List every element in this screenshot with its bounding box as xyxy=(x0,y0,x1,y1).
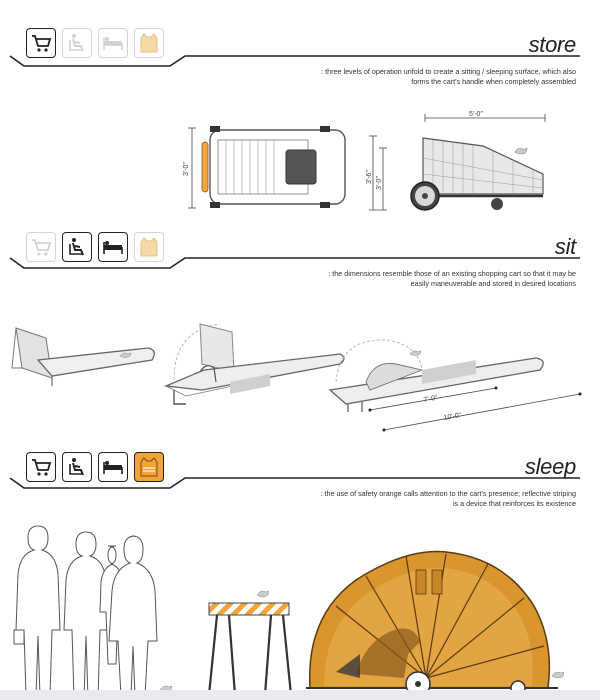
unfold-stage-2 xyxy=(163,323,345,405)
store-cart-icon-box[interactable] xyxy=(26,28,56,58)
sit-cart-icon-box[interactable] xyxy=(26,232,56,262)
store-sit-icon-box[interactable] xyxy=(62,28,92,58)
sleep-vest-icon-box[interactable] xyxy=(134,452,164,482)
sleep-header-rule xyxy=(9,477,580,489)
sit-sit-icon-box[interactable] xyxy=(62,232,92,262)
sit-inner-label: 7'-0" xyxy=(423,395,438,404)
sit-vest-icon-box[interactable] xyxy=(134,232,164,262)
unfold-stage-3: 7'-0" 10'-0" xyxy=(328,339,582,432)
sleep-title: sleep xyxy=(524,454,576,479)
sit-section: sit : the dimensions resemble those of a… xyxy=(0,228,600,443)
unfold-stage-1 xyxy=(11,327,155,386)
sleep-mode-icons xyxy=(26,452,164,482)
sit-outer-label: 10'-0" xyxy=(443,412,462,422)
sit-mode-icons xyxy=(26,232,164,262)
side-length-label: 5'-0" xyxy=(469,111,483,118)
sit-description: : the dimensions resemble those of an ex… xyxy=(328,269,576,288)
cart-plan-view: 3'-0" xyxy=(183,126,346,209)
sit-bed-icon-box[interactable] xyxy=(98,232,128,262)
pigeon-drawing xyxy=(514,147,528,155)
sitting-person-icon xyxy=(69,34,84,52)
bed-icon xyxy=(103,37,123,50)
sawhorse-barrier xyxy=(207,590,293,696)
store-description: : three levels of operation unfold to cr… xyxy=(321,67,576,86)
bed-icon xyxy=(103,241,123,254)
store-title: store xyxy=(528,32,577,57)
sleep-section: sleep : the use of safety orange calls a… xyxy=(0,448,600,700)
ground-strip xyxy=(0,690,600,700)
cart-icon xyxy=(32,459,52,476)
sitting-person-icon xyxy=(69,458,84,476)
store-header-rule xyxy=(9,55,580,67)
safety-vest-icon xyxy=(140,237,158,257)
sleep-sit-icon-box[interactable] xyxy=(62,452,92,482)
store-section: store : three levels of operation unfold… xyxy=(0,0,600,230)
sleep-bed-icon-box[interactable] xyxy=(98,452,128,482)
sleeping-dome-tent xyxy=(306,550,565,697)
safety-vest-icon xyxy=(140,33,158,53)
sit-header-rule xyxy=(9,257,580,269)
side-height-label: 3'-0" xyxy=(376,176,383,190)
bed-icon xyxy=(103,461,123,474)
store-vest-icon-box[interactable] xyxy=(134,28,164,58)
safety-vest-icon xyxy=(140,457,158,477)
store-mode-icons xyxy=(26,28,164,58)
cart-icon xyxy=(32,35,52,52)
sit-outer-dimension-line xyxy=(383,393,581,431)
cart-side-elevation: 5'-0" 3'-6" 3'-0" xyxy=(366,111,546,211)
sleep-cart-icon-box[interactable] xyxy=(26,452,56,482)
sit-inner-dimension-line xyxy=(369,387,497,411)
sit-title: sit xyxy=(554,234,576,259)
cart-icon xyxy=(32,239,52,256)
side-height-total-label: 3'-6" xyxy=(366,170,373,184)
store-bed-icon-box[interactable] xyxy=(98,28,128,58)
plan-width-label: 3'-0" xyxy=(183,162,190,176)
sleep-description: : the use of safety orange calls attenti… xyxy=(320,489,576,508)
sitting-person-icon xyxy=(69,238,84,256)
human-silhouettes xyxy=(13,525,173,698)
